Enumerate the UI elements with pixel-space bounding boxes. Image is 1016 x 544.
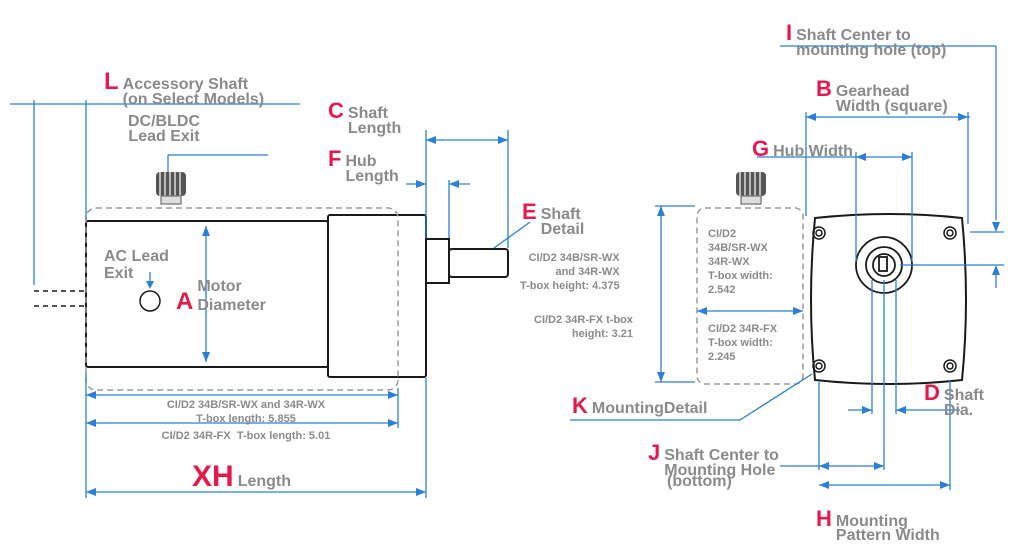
cable-knob-front [736, 172, 766, 205]
label-i: I Shaft Center to mounting hole (top) [786, 6, 947, 59]
label-j-text: Shaft Center to Mounting Hole [664, 447, 779, 479]
mounting-holes [812, 226, 957, 373]
note-tbox-width-fx: CI/D2 34R-FX T-box width: 2.245 [708, 323, 778, 363]
letter-e: E [522, 199, 537, 224]
letter-l: L [104, 68, 119, 95]
label-g-text: Hub Width [773, 143, 853, 160]
label-g: G Hub Width [752, 136, 853, 162]
label-j-bottom: (bottom) [667, 473, 732, 490]
shaft [448, 248, 509, 278]
letter-i: I [786, 20, 793, 45]
note-tbox-length-fx: CI/D2 34R-FX T-box length: 5.01 [161, 430, 331, 442]
hub [425, 238, 450, 284]
label-d: D Shaft Dia. [924, 366, 984, 419]
letter-k: K [572, 393, 588, 418]
label-dc-bldc-lead-exit: DC/BLDC Lead Exit [128, 113, 200, 145]
label-a-text: Motor Diameter [197, 278, 266, 314]
label-h-text: Mounting Pattern Width [835, 513, 940, 544]
label-b: B Gearhead Width (square) [816, 76, 948, 115]
note-tbox-width-wx: CI/D2 34B/SR-WX 34R-WX T-box width: 2.54… [708, 228, 773, 296]
note-tbox-length-wx: CI/D2 34B/SR-WX and 34R-WX T-box length:… [166, 399, 326, 425]
dimension-lines-front [570, 45, 1004, 490]
note-tbox-height-wx: CI/D2 34B/SR-WX and 34R-WX T-box height:… [520, 252, 620, 292]
gearhead-face [810, 213, 967, 385]
label-ac-lead-exit: AC Lead Exit [104, 248, 169, 282]
gearhead-body [327, 214, 427, 378]
label-h: H Mounting Pattern Width [816, 494, 940, 544]
letter-h: H [816, 506, 832, 531]
dimension-lines-side [10, 100, 695, 498]
ac-lead-exit-hole [139, 290, 161, 312]
label-c-text: Shaft Length [347, 105, 402, 137]
letter-d: D [924, 380, 940, 405]
letter-f: F [328, 146, 342, 171]
label-xh: XH Length [192, 460, 291, 494]
label-b-text: Gearhead Width (square) [835, 83, 948, 115]
note-tbox-height-fx: CI/D2 34R-FX t-box height: 3.21 [534, 314, 634, 340]
letter-xh: XH [192, 460, 234, 493]
label-k: K MountingDetail [572, 393, 707, 419]
label-e-text: Shaft Detail [540, 206, 585, 238]
label-k-text: MountingDetail [591, 400, 708, 417]
label-d-text: Shaft Dia. [943, 387, 984, 419]
letter-c: C [328, 98, 344, 123]
label-a: A Motor Diameter [176, 276, 266, 316]
letter-g: G [752, 136, 770, 161]
accessory-shaft [34, 290, 86, 307]
tbox-outline-side [85, 207, 399, 391]
letter-b: B [816, 76, 832, 101]
label-i-text: Shaft Center to mounting hole (top) [796, 27, 947, 59]
label-e: E Shaft Detail [522, 187, 585, 238]
label-j: J Shaft Center to Mounting Hole [648, 426, 779, 479]
label-l-text: Accessory Shaft (on Select Models) [122, 76, 265, 108]
cable-knob-side [156, 172, 186, 205]
motor-dimension-diagram [10, 45, 1004, 498]
label-c: C Shaft Length [328, 98, 402, 137]
label-f-text: Hub Length [345, 153, 399, 185]
letter-j: J [648, 440, 661, 465]
label-f: F Hub Length [328, 146, 399, 185]
label-xh-text: Length [237, 473, 292, 490]
tbox-outline-front [696, 207, 804, 385]
label-l: L Accessory Shaft (on Select Models) [104, 68, 265, 108]
letter-a: A [176, 288, 194, 315]
